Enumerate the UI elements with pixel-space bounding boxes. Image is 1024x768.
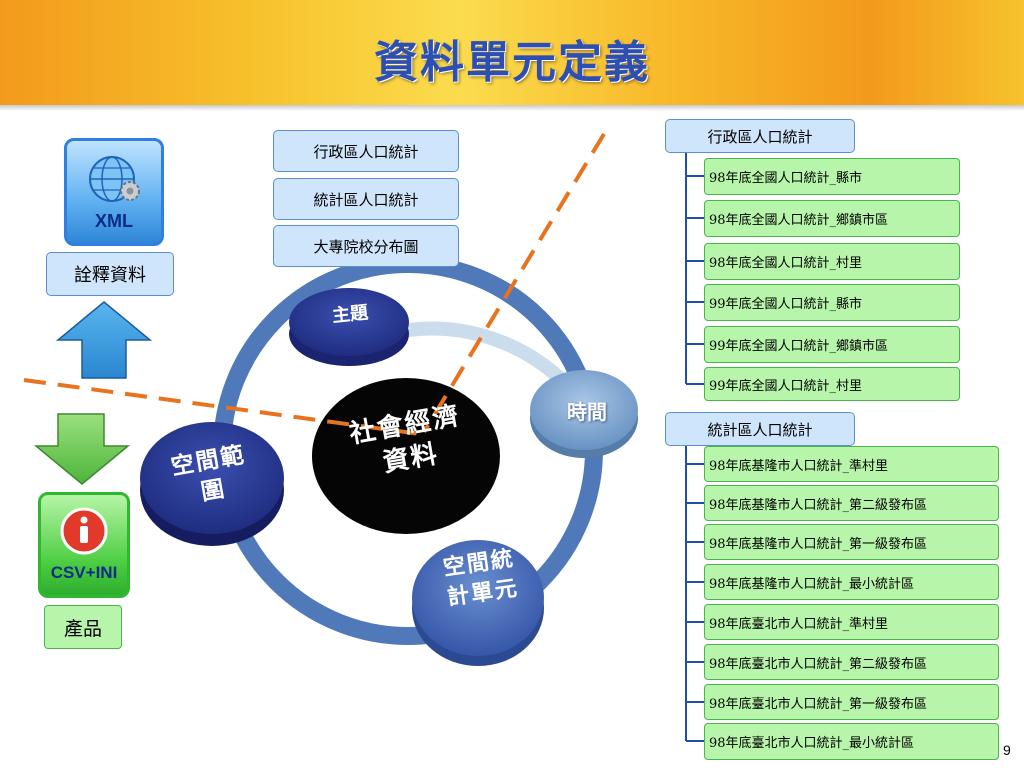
topic-admin-population: 行政區人口統計 [273,130,459,172]
tree-group-admin-population: 行政區人口統計 [665,119,855,153]
topic-stat-area-population: 統計區人口統計 [273,178,459,220]
node-spatial-unit-disc [412,540,544,666]
tree-item: 98年底基隆市人口統計_第一級發布區 [704,524,999,560]
info-icon [60,507,108,555]
node-topic-disc [289,288,409,366]
tree-item: 99年底全國人口統計_縣市 [704,284,960,321]
xml-icon: XML [64,138,164,246]
node-spatial-extent-disc [140,422,284,546]
tree-item: 99年底全國人口統計_鄉鎮市區 [704,326,960,363]
csv-icon-label: CSV+INI [50,563,118,582]
tree-item: 99年底全國人口統計_村里 [704,367,960,401]
tree-item: 98年底臺北市人口統計_準村里 [704,604,999,640]
topic-university-distribution: 大專院校分布圖 [273,225,459,267]
tree-item: 98年底全國人口統計_村里 [704,243,960,280]
tree-item: 98年底全國人口統計_縣市 [704,158,960,195]
globe-gear-icon [89,156,140,202]
dashed-divider-diagonal [422,132,606,434]
tree-item: 98年底臺北市人口統計_第一級發布區 [704,684,999,720]
tree-item: 98年底基隆市人口統計_第二級發布區 [704,485,999,521]
up-arrow-icon [55,301,153,379]
tree-item: 98年底基隆市人口統計_最小統計區 [704,564,999,600]
tree-item: 98年底臺北市人口統計_第二級發布區 [704,644,999,680]
tree-connectors [685,152,704,742]
title-banner [0,0,1024,111]
metadata-box: 詮釋資料 [46,252,174,296]
center-disc [312,378,500,534]
down-arrow-icon [33,413,131,485]
csv-icon: CSV+INI [38,492,130,598]
node-time-label: 時間 [567,400,607,424]
page-number: 9 [1003,742,1011,758]
page-title: 資料單元定義 [374,37,650,88]
node-time-disc [530,370,638,458]
product-box: 產品 [44,605,122,649]
xml-icon-label: XML [95,211,133,231]
tree-item: 98年底臺北市人口統計_最小統計區 [704,723,999,760]
tree-group-stat-area-population: 統計區人口統計 [665,412,855,446]
tree-item: 98年底全國人口統計_鄉鎮市區 [704,200,960,237]
tree-item: 98年底基隆市人口統計_準村里 [704,446,999,482]
node-spatial-unit-label: 空間統計單元 [441,545,521,611]
